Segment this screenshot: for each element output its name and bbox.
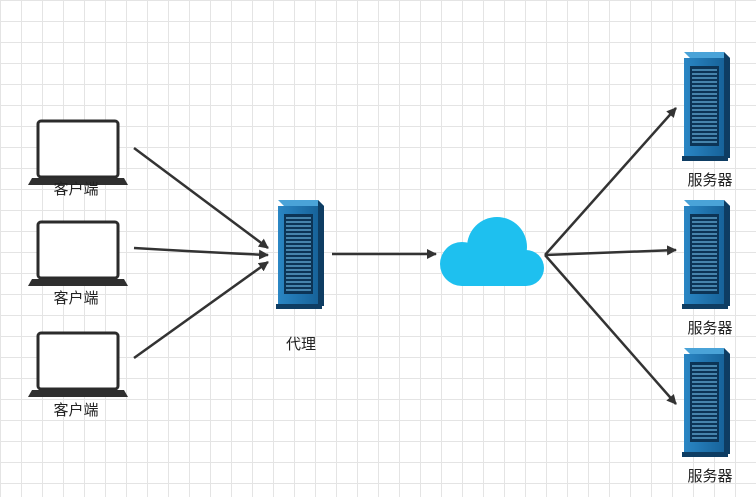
client-label-2: 客户端: [53, 289, 99, 307]
server-tower-icon-1: [681, 51, 731, 162]
client-label-3: 客户端: [53, 401, 99, 419]
arrow-cloud-to-server-2: [544, 245, 677, 257]
arrow-cloud-to-server-1: [544, 107, 677, 256]
client-label-1: 客户端: [53, 180, 99, 198]
server-tower-icon-3: [681, 347, 731, 458]
server-label-3: 服务器: [687, 467, 733, 485]
client-laptop-icon-2: [26, 220, 130, 288]
server-label-1: 服务器: [687, 171, 733, 189]
proxy-server-icon: [275, 199, 325, 310]
client-laptop-icon-3: [26, 331, 130, 399]
arrow-client-1-to-proxy: [133, 146, 269, 250]
arrow-client-2-to-proxy: [133, 246, 269, 260]
client-laptop-icon-1: [26, 119, 130, 187]
cloud-icon: [440, 217, 544, 286]
server-label-2: 服务器: [687, 319, 733, 337]
server-tower-icon-2: [681, 199, 731, 310]
arrow-cloud-to-server-3: [544, 254, 677, 405]
arrow-client-3-to-proxy: [133, 260, 269, 360]
proxy-label: 代理: [285, 335, 316, 353]
